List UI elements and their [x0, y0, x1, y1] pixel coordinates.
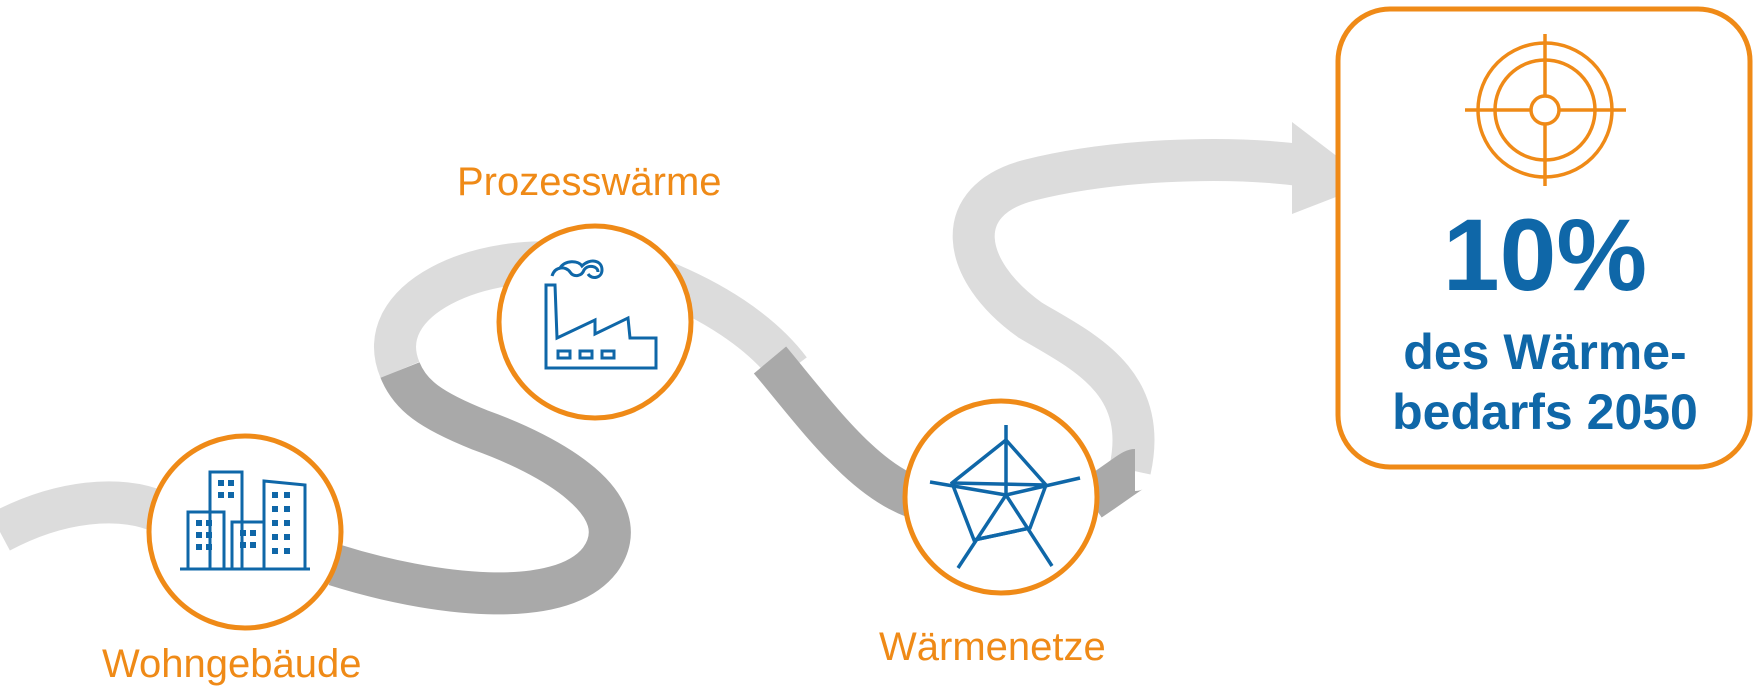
goal-percentage: 10% — [1442, 198, 1648, 312]
goal-caption-line1: des Wärme- — [1403, 324, 1687, 380]
goal-caption-line2: bedarfs 2050 — [1392, 384, 1698, 440]
road-arrowhead — [1292, 122, 1372, 214]
target-crosshair-icon — [1465, 34, 1626, 186]
station-wohngebaeude — [146, 433, 344, 631]
road-segment-light-3 — [952, 139, 1303, 475]
station-label-prozesswaerme: Prozesswärme — [457, 160, 722, 204]
road-segment-start — [0, 481, 169, 551]
network-star-icon — [929, 425, 1081, 569]
apartment-buildings-icon — [180, 470, 310, 571]
station-label-wohngebaeude: Wohngebäude — [102, 642, 362, 686]
factory-icon — [544, 259, 658, 370]
station-label-waermenetze: Wärmenetze — [879, 625, 1106, 669]
goal-box — [1335, 6, 1753, 470]
station-prozesswaerme — [496, 223, 694, 421]
station-waermenetze — [902, 398, 1100, 596]
road-segment-dark-1 — [328, 361, 631, 615]
